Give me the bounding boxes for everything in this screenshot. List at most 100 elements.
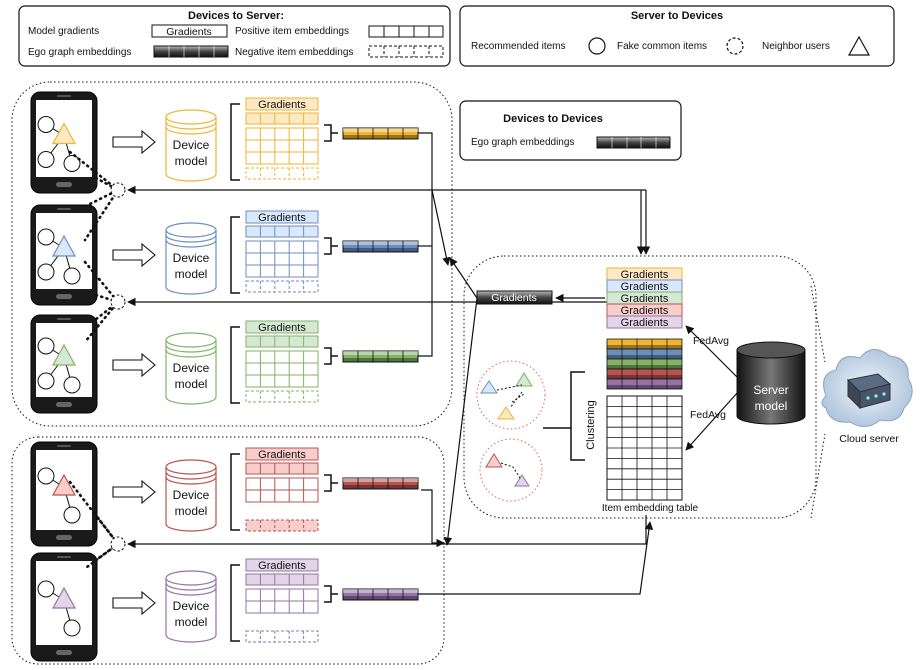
fedavg-arrows: FedAvg FedAvg [685,325,739,451]
neighbor-user-icon [485,453,503,468]
fake-item-icon [110,294,126,310]
ego-graph-embedding [342,240,419,253]
device-model-label: Device [173,251,210,265]
legend-recommended-label: Recommended items [471,41,565,52]
recommended-item-icon [63,506,81,524]
uplink-connectors [418,132,654,595]
recommended-item-icon [63,376,81,394]
neighbor-user-icon [515,372,533,387]
neighbor-user-icon [847,35,871,56]
device-group-1 [11,81,453,427]
gradients-label: Gradients [258,212,306,224]
legend-gradients-box-label: Gradients [166,26,212,38]
cluster-2 [479,438,543,502]
recommended-item-icon [63,267,81,285]
gradients-label: Gradients [258,99,306,111]
ego-graph-embedding [342,127,419,140]
user-icon [51,473,77,496]
fedavg-bottom-label: FedAvg [690,409,726,421]
device-model-label: model [175,377,208,391]
device-model-label: Device [173,599,210,613]
item-embeddings [245,462,319,532]
recommended-item-icon [37,228,55,246]
clustering-label: Clustering [585,400,597,450]
cluster-1 [476,360,546,430]
recommended-item-icon [63,155,81,172]
neighbor-user-icon [497,406,515,420]
recommended-item-icon [37,337,55,355]
device-group-2 [11,436,445,665]
recommended-item-icon [63,619,81,637]
arrow-to-model [112,479,156,505]
device-model-label: Device [173,138,210,152]
recommended-item-icon [37,580,55,598]
item-embeddings [245,112,319,180]
device-green: Device model Gradients [30,314,419,414]
server-gradients-label: Gradients [621,293,669,305]
legend-ego-swatch [153,45,229,58]
ego-graph-embedding [342,588,419,601]
legend-negative-label: Negative item embeddings [235,47,353,58]
server-aggregated-gradients: Gradients [476,290,553,305]
gradients-box: Gradients [245,320,319,334]
recommended-item-icon [37,467,55,485]
item-embeddings [245,573,319,643]
fake-item-icon [110,182,126,198]
ego-graph-embedding [342,350,419,363]
neighbor-user-icon [514,474,530,487]
arrow-to-model [112,129,156,155]
legend-ego-swatch [596,136,671,149]
server-gradients-label: Gradients [621,281,669,293]
item-table-label: Item embedding table [602,503,699,514]
legend-devices-to-server: Devices to Server: Model gradients Gradi… [18,5,451,67]
gradients-label: Gradients [258,449,306,461]
item-embedding-table [606,395,683,501]
legend-title: Devices to Server: [188,10,284,22]
user-icon [51,586,77,609]
device-model: Device model [165,109,217,182]
smartphone-icon [30,204,98,306]
gradients-label: Gradients [258,322,306,334]
device-model-label: model [175,504,208,518]
server-gradients-label: Gradients [621,317,669,329]
recommended-item-icon [588,37,606,55]
gradients-box: Gradients [245,210,319,224]
server-model: Server model [736,341,806,425]
legend-neighbor-label: Neighbor users [762,41,830,52]
cloud-label: Cloud server [839,433,899,445]
recommended-item-icon [37,151,55,168]
legend-fake-label: Fake common items [617,41,707,52]
ego-graph-embedding [342,477,419,490]
device-model-label: model [175,154,208,168]
legend-devices-to-devices: Devices to Devices Ego graph embeddings [459,100,682,161]
fake-common-item-nodes [110,182,126,552]
gradients-box: Gradients [245,447,319,461]
legend-server-to-devices: Server to Devices Recommended items Fake… [459,5,895,67]
recommended-item-icon [37,372,55,390]
device-orange: Device model Gradients [30,91,419,194]
legend-negative-swatch [368,45,444,58]
item-embeddings [245,225,319,293]
device-model-label: Device [173,361,210,375]
server-area [463,255,817,519]
legend-ego-label: Ego graph embeddings [471,137,574,148]
user-icon [51,343,77,366]
legend-model-gradients-label: Model gradients [28,26,99,37]
arrow-to-model [112,352,156,378]
legend-title: Server to Devices [631,10,723,22]
clustering-block: Clustering [543,371,597,461]
device-model: Device model [165,332,217,405]
legend-positive-label: Positive item embeddings [235,26,349,37]
smartphone-icon [30,441,98,547]
gradients-label: Gradients [258,560,306,572]
server-rack-icon [846,373,892,410]
item-embeddings [245,335,319,403]
smartphone-icon [30,314,98,414]
smartphone-icon [30,552,98,662]
